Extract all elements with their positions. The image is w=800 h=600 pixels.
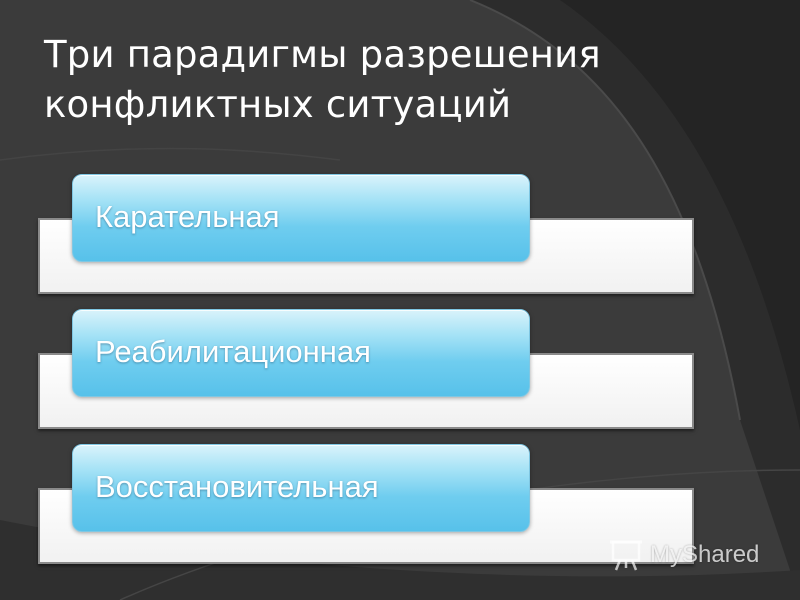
- item-label: Восстановительная: [95, 469, 379, 504]
- paradigm-item-restorative: Восстановительная: [38, 444, 696, 600]
- item-label-box: Восстановительная: [72, 444, 530, 532]
- item-label-box: Реабилитационная: [72, 309, 530, 397]
- watermark-text: MyShared: [650, 541, 760, 568]
- item-label-box: Карательная: [72, 174, 530, 262]
- presentation-board-icon: [610, 540, 642, 571]
- watermark: MyShared: [608, 536, 788, 576]
- item-label: Реабилитационная: [95, 334, 371, 369]
- item-label: Карательная: [95, 199, 280, 234]
- paradigm-item-punitive: Карательная: [38, 174, 696, 350]
- slide-title: Три парадигмы разрешения конфликтных сит…: [44, 33, 601, 126]
- paradigm-item-rehabilitative: Реабилитационная: [38, 309, 696, 485]
